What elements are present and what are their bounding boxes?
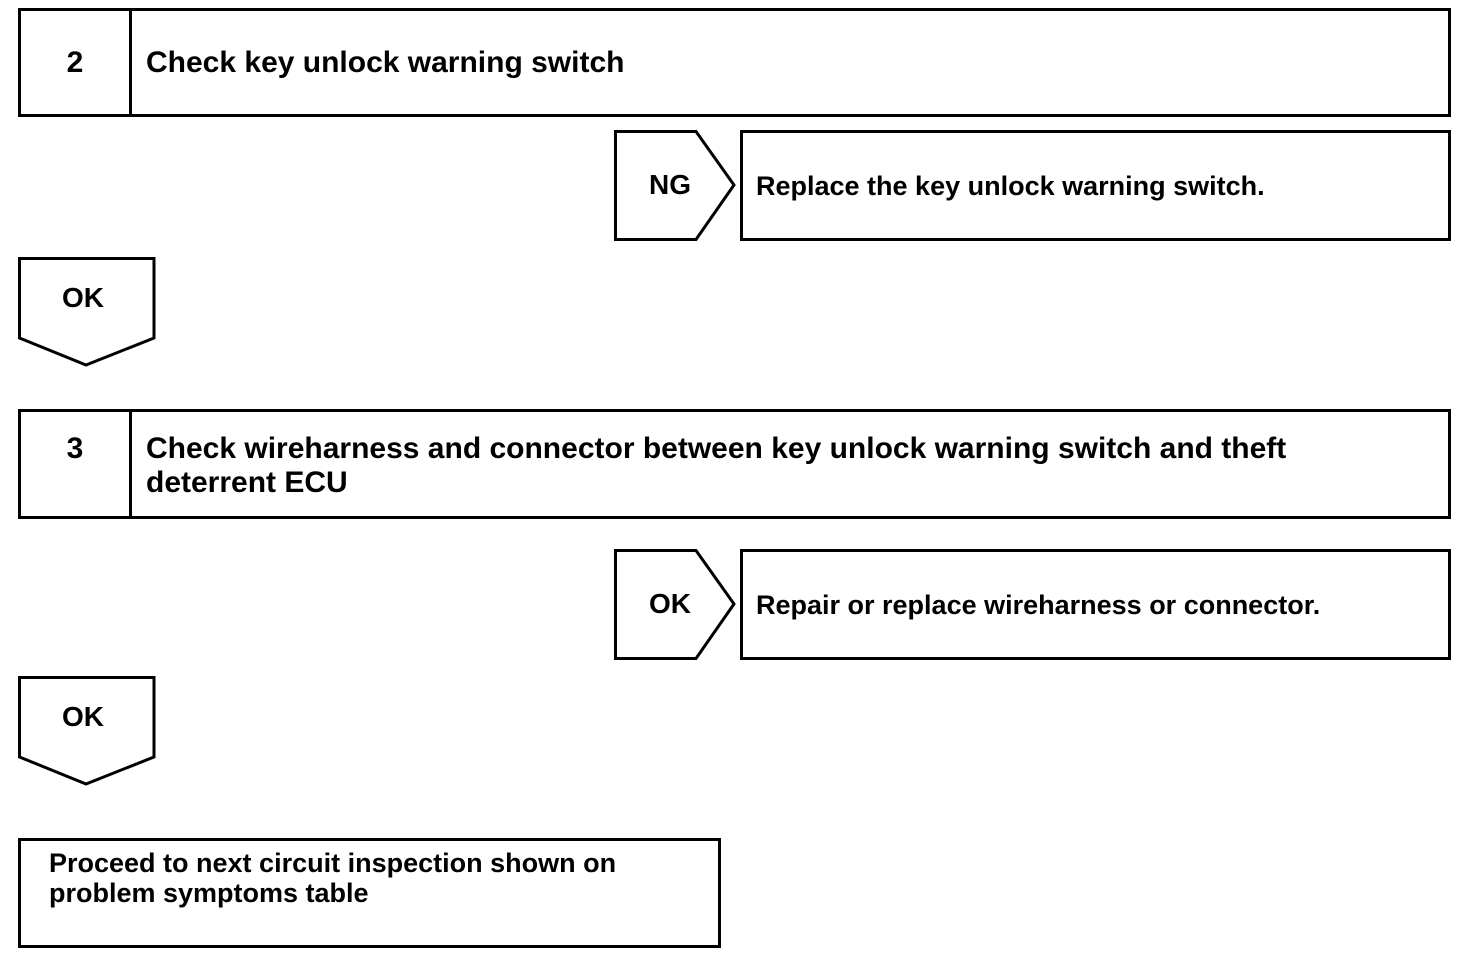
step-number: 3 xyxy=(21,412,132,516)
ok-flow-arrow-1 xyxy=(18,257,156,367)
step-title: Check wireharness and connector between … xyxy=(132,412,1448,516)
step-title-line-2: deterrent ECU xyxy=(146,466,348,499)
ok-branch-arrow xyxy=(614,549,736,660)
step-number: 2 xyxy=(21,11,132,114)
step-3-box: 3 Check wireharness and connector betwee… xyxy=(18,409,1451,519)
ng-action-text: Replace the key unlock warning switch. xyxy=(756,171,1265,201)
ok-flow-label-1: OK xyxy=(62,282,104,313)
final-text-line-2: problem symptoms table xyxy=(49,878,369,908)
ng-branch-label: NG xyxy=(649,169,691,200)
ok-action-text: Repair or replace wireharness or connect… xyxy=(756,590,1321,620)
ng-branch-arrow xyxy=(614,130,736,241)
ok-flow-arrow-2 xyxy=(18,676,156,786)
ng-action-box: Replace the key unlock warning switch. xyxy=(740,130,1451,241)
final-box: Proceed to next circuit inspection shown… xyxy=(18,838,721,948)
final-text-line-1: Proceed to next circuit inspection shown… xyxy=(49,848,617,878)
ok-branch-label: OK xyxy=(649,588,691,619)
final-text: Proceed to next circuit inspection shown… xyxy=(21,841,718,908)
ok-action-box: Repair or replace wireharness or connect… xyxy=(740,549,1451,660)
step-title: Check key unlock warning switch xyxy=(146,46,625,79)
ok-flow-label-2: OK xyxy=(62,701,104,732)
step-2-box: 2 Check key unlock warning switch xyxy=(18,8,1451,117)
step-title-line-1: Check wireharness and connector between … xyxy=(146,432,1287,465)
